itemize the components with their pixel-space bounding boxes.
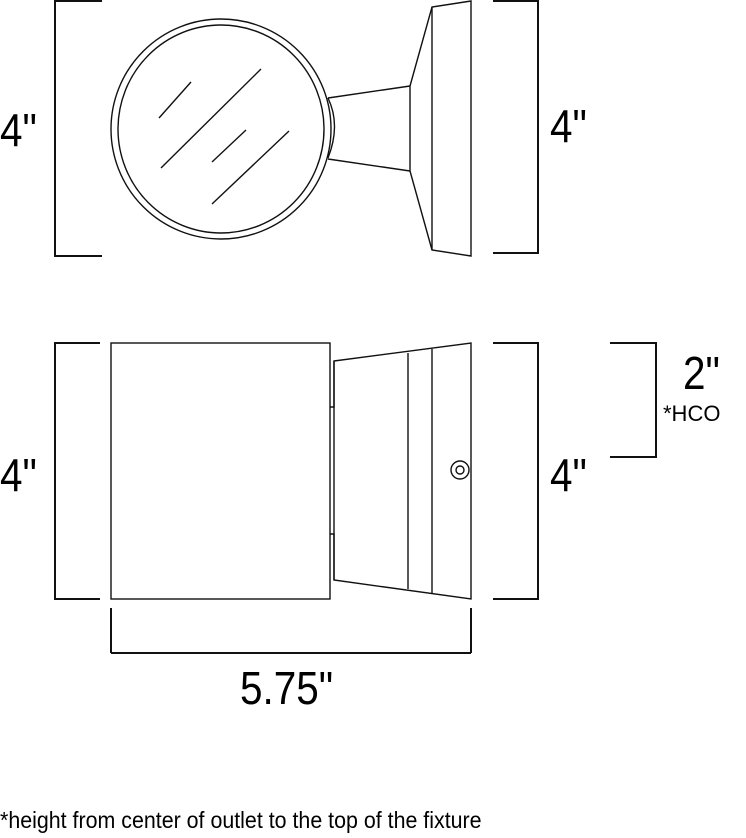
lens-icon (110, 18, 332, 240)
side-left-dimension-bracket (54, 342, 100, 600)
side-view (54, 342, 657, 654)
width-dimension-label: 5.75" (240, 662, 334, 714)
side-backplate (333, 342, 472, 600)
side-left-dimension-label: 4" (0, 449, 37, 501)
top-left-dimension-bracket (54, 0, 102, 257)
hco-dimension-label: 2" (683, 347, 720, 399)
side-right-dimension-label: 4" (550, 449, 587, 501)
top-view (54, 0, 539, 257)
top-left-dimension-label: 4" (0, 104, 37, 156)
top-right-dimension-bracket (493, 0, 539, 254)
arm-collar (327, 97, 336, 159)
top-right-dimension-label: 4" (550, 100, 587, 152)
hco-label: *HCO (663, 401, 721, 426)
backplate (409, 0, 472, 257)
hco-dimension-bracket (610, 342, 657, 458)
footnote: *height from center of outlet to the top… (0, 807, 482, 833)
side-right-dimension-bracket (493, 342, 539, 600)
screw-icon (450, 460, 470, 480)
fixture-body (110, 342, 331, 600)
